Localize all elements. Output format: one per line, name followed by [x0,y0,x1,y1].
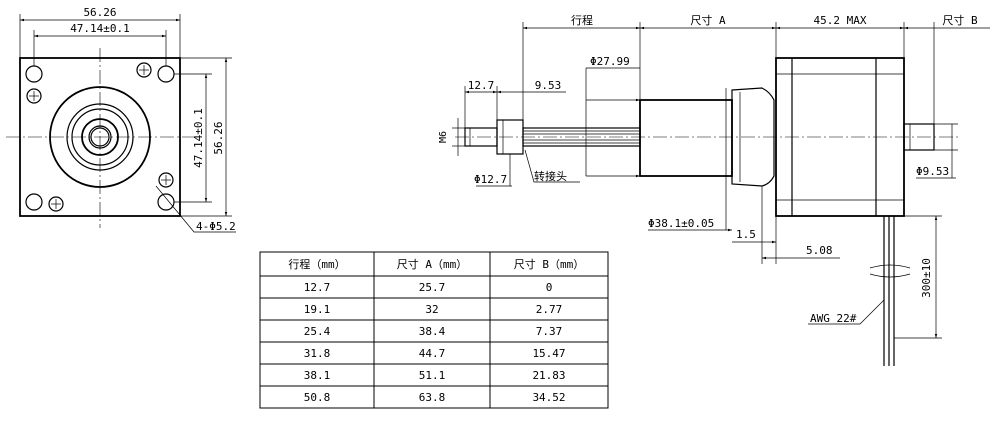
table-cell: 32 [425,303,438,316]
table-cell: 51.1 [419,369,446,382]
front-hole-spacing-w-label: 47.14±0.1 [70,22,130,35]
table-cell: 25.4 [304,325,331,338]
table-cell: 44.7 [419,347,446,360]
front-hole-spacing-h-label: 47.14±0.1 [192,108,205,168]
front-view: 56.26 47.14±0.1 47.14±0.1 56.26 4-Φ5.2 [6,6,236,233]
nut-gap-label: 9.53 [535,79,562,92]
table-cell: 50.8 [304,391,331,404]
table-cell: 2.77 [536,303,563,316]
table-cell: 19.1 [304,303,331,316]
table-cell: 25.7 [419,281,446,294]
pilot-length-label: 5.08 [806,244,833,257]
table-cell: 38.4 [419,325,446,338]
table-cell: 7.37 [536,325,563,338]
hole-note-label: 4-Φ5.2 [196,220,236,233]
table-cell: 63.8 [419,391,446,404]
table-cell: 21.83 [532,369,565,382]
dim-a-label: 尺寸 A [690,13,726,27]
table-cell: 38.1 [304,369,331,382]
flange-thickness-label: 1.5 [736,228,756,241]
table-cell: 0 [546,281,553,294]
dim-b-label: 尺寸 B [942,13,978,27]
nut-dia-label: Φ12.7 [474,173,507,186]
front-width-label: 56.26 [83,6,116,19]
table-header-stroke: 行程（mm） [288,258,345,271]
tube-dia-label: Φ27.99 [590,55,630,68]
table-cell: 15.47 [532,347,565,360]
wire-gauge-label: AWG 22# [810,312,857,325]
thread-label: M6 [438,131,449,143]
shaft-dia-label: Φ9.53 [916,165,949,178]
table-cell: 12.7 [304,281,331,294]
table-header-dim-a: 尺寸 A（mm） [397,257,468,271]
side-view: 行程 尺寸 A 45.2 MAX 尺寸 B 12.7 9.53 Φ27.99 M… [438,13,990,366]
table-header-dim-b: 尺寸 B（mm） [514,257,585,271]
wire-length-label: 300±10 [920,258,933,298]
nut-length-label: 12.7 [468,79,495,92]
table-cell: 31.8 [304,347,331,360]
max-length-label: 45.2 MAX [814,14,867,27]
screw-icon [26,62,174,212]
adapter-label: 转接头 [534,169,567,183]
flange-dia-label: Φ38.1±0.05 [648,217,714,230]
spec-table: 行程（mm） 尺寸 A（mm） 尺寸 B（mm） 12.7 25.7 0 19.… [259,251,609,409]
front-height-label: 56.26 [212,121,225,154]
stroke-label: 行程 [571,14,593,27]
table-cell: 34.52 [532,391,565,404]
